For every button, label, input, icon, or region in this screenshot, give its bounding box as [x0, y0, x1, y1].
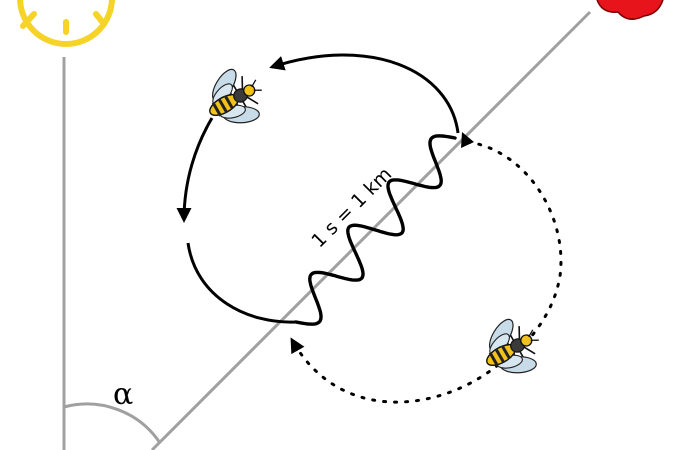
return-path-dotted-lower	[290, 337, 500, 404]
scale-label: 1 s = 1 km	[307, 163, 396, 252]
return-path-dotted-right	[466, 140, 563, 340]
food-direction-line	[150, 10, 592, 450]
angle-arc	[63, 402, 162, 444]
dotted-arrow-head	[461, 132, 474, 148]
bee-icon	[470, 306, 553, 392]
return-path-solid-lower	[186, 242, 297, 324]
angle-label: α	[113, 377, 133, 412]
return-path-solid-upper	[269, 53, 460, 134]
return-path-solid-left	[176, 117, 214, 223]
waggle-run-path	[294, 134, 457, 326]
sun-icon	[17, 0, 115, 47]
flower-icon	[596, 0, 664, 20]
